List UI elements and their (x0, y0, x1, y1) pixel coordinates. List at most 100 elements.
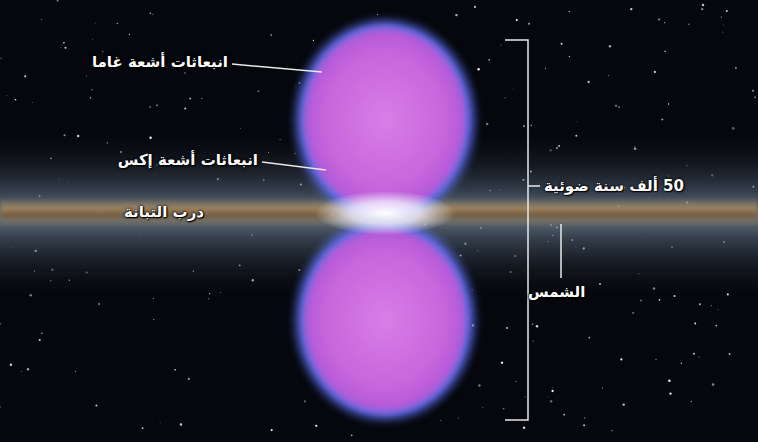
star (0, 323, 1, 325)
star (41, 19, 43, 21)
leader-line (262, 162, 326, 170)
star (27, 368, 29, 370)
star (525, 396, 526, 397)
star (63, 42, 65, 44)
star (0, 406, 1, 407)
star (516, 19, 518, 21)
star (156, 104, 158, 106)
gamma-bubble-north (301, 25, 469, 215)
star (129, 34, 130, 35)
star (618, 106, 619, 107)
star (699, 356, 700, 357)
star (6, 94, 8, 96)
star (501, 361, 503, 363)
star (732, 127, 735, 130)
star (523, 125, 525, 127)
star (24, 75, 26, 77)
star (299, 82, 301, 84)
star (153, 319, 154, 320)
star (313, 40, 314, 41)
star (615, 105, 617, 107)
star (474, 6, 476, 8)
star (602, 387, 603, 388)
star (563, 414, 565, 416)
star (60, 47, 62, 49)
label: الشمس (528, 283, 585, 301)
star (184, 72, 185, 73)
star (41, 333, 42, 334)
star (531, 125, 533, 127)
star (92, 38, 94, 40)
star (64, 47, 66, 49)
star (721, 16, 722, 17)
star (548, 396, 550, 398)
star (86, 75, 87, 76)
star (149, 12, 151, 14)
star (57, 0, 59, 2)
leader-line (560, 224, 562, 278)
label: انبعاثات أشعة إكس (118, 151, 258, 169)
star (584, 417, 586, 419)
scale-bracket (505, 40, 540, 420)
star (576, 121, 578, 123)
star (561, 43, 563, 45)
star (532, 323, 534, 325)
star (304, 400, 306, 402)
star (512, 88, 514, 90)
star (668, 103, 669, 104)
star (455, 14, 457, 16)
star (377, 14, 378, 15)
star (10, 363, 12, 365)
star (661, 119, 663, 121)
star (39, 339, 41, 341)
star (608, 75, 610, 77)
star (654, 71, 656, 73)
star (488, 59, 490, 61)
label: انبعاثات أشعة غاما (92, 53, 228, 71)
star (551, 390, 553, 392)
star (240, 127, 242, 129)
dimension-label: 50 ألف سنة ضوئية (544, 177, 684, 195)
star (94, 22, 96, 24)
star (664, 22, 665, 23)
star (688, 24, 689, 25)
star (503, 408, 505, 410)
star (620, 358, 622, 360)
star (523, 427, 525, 429)
star (726, 10, 728, 12)
star (609, 45, 611, 47)
star (694, 323, 696, 325)
label: درب التبانة (124, 203, 204, 221)
star (504, 97, 505, 98)
star (754, 96, 756, 98)
star (75, 371, 76, 372)
star (315, 425, 317, 427)
star (478, 384, 480, 386)
star (201, 98, 202, 99)
star (569, 11, 570, 12)
star (486, 123, 489, 126)
star (587, 81, 589, 83)
star (440, 420, 441, 421)
star (500, 45, 501, 46)
x-ray-rim (295, 20, 475, 220)
star (664, 51, 665, 52)
star (295, 85, 297, 87)
star (515, 381, 516, 382)
star (528, 23, 530, 25)
star (174, 369, 176, 371)
star (117, 23, 119, 25)
star (723, 24, 725, 26)
x-ray-rim (295, 220, 475, 420)
star (729, 353, 731, 355)
star (506, 327, 508, 329)
star (711, 305, 712, 306)
star (701, 8, 703, 10)
star (583, 424, 585, 426)
star (159, 422, 161, 424)
star (622, 403, 624, 405)
star (95, 405, 97, 407)
star (550, 400, 552, 402)
star (712, 383, 715, 386)
star (21, 371, 22, 372)
